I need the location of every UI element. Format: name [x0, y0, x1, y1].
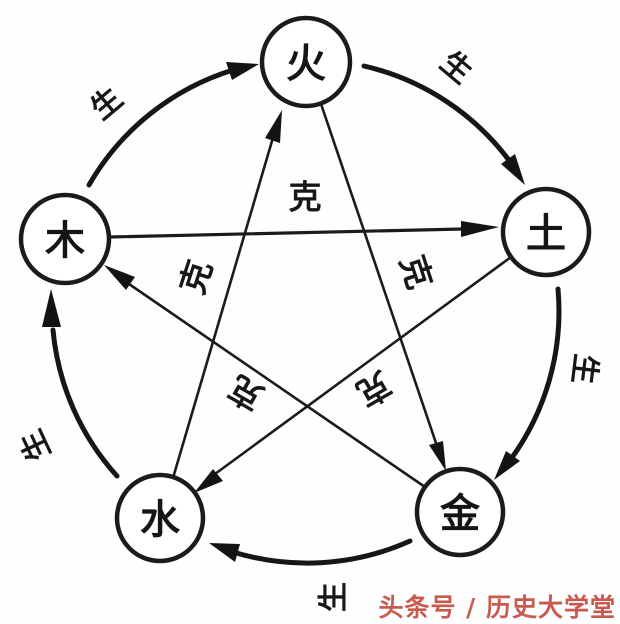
ke-arrowhead-to-earth-icon [461, 221, 499, 237]
sheng-label-earth-metal: 生 [565, 352, 603, 386]
node-circle-metal [414, 466, 506, 558]
node-label-water: 水 [140, 497, 181, 543]
ke-label-wood-earth: 克 [289, 178, 322, 217]
node-circle-wood [18, 192, 112, 286]
sheng-arrow-wood-fire [86, 67, 236, 188]
sheng-arrow-fire-earth [361, 63, 514, 166]
ke-label-water-fire: 克 [172, 255, 219, 298]
sheng-arrow-water-wood [50, 327, 120, 479]
node-label-wood: 木 [45, 218, 85, 264]
ke-label-earth-water: 克 [350, 364, 398, 414]
sheng-arrowhead-to-wood-icon [42, 289, 61, 327]
node-circle-fire [259, 15, 353, 109]
ke-arrow-water-fire [171, 139, 274, 480]
node-label-metal: 金 [439, 491, 481, 537]
node-circle-water [114, 472, 206, 564]
ke-arrow-earth-water [213, 255, 513, 476]
node-label-earth: 土 [526, 211, 566, 257]
sheng-arrowhead-to-earth-icon [501, 154, 525, 185]
ke-arrowhead-to-wood-icon [104, 265, 135, 290]
node-label-fire: 火 [286, 41, 326, 87]
ke-arrow-fire-metal [318, 99, 439, 448]
ke-arrowhead-to-metal-icon [429, 441, 446, 471]
ke-arrow-wood-earth [107, 227, 465, 239]
ke-arrowhead-to-fire-icon [265, 110, 282, 143]
sheng-arrowhead-to-metal-icon [494, 451, 520, 480]
sheng-label-water-wood: 生 [14, 424, 58, 466]
sheng-arrowhead-to-water-icon [209, 543, 240, 562]
sheng-label-metal-water: 生 [317, 582, 352, 612]
sheng-arrowhead-to-fire-icon [226, 62, 259, 80]
ke-label-fire-metal: 克 [392, 250, 439, 293]
sheng-label-fire-earth: 生 [433, 45, 478, 91]
sheng-arrow-earth-metal [508, 286, 562, 462]
watermark-text: 头条号 / 历史大学堂 [378, 593, 616, 622]
ke-arrowhead-to-water-icon [194, 469, 223, 493]
sheng-label-wood-fire: 生 [84, 81, 129, 127]
sheng-arrow-metal-water [230, 538, 413, 566]
node-circle-earth [500, 186, 592, 278]
ke-arrow-metal-wood [127, 282, 427, 489]
